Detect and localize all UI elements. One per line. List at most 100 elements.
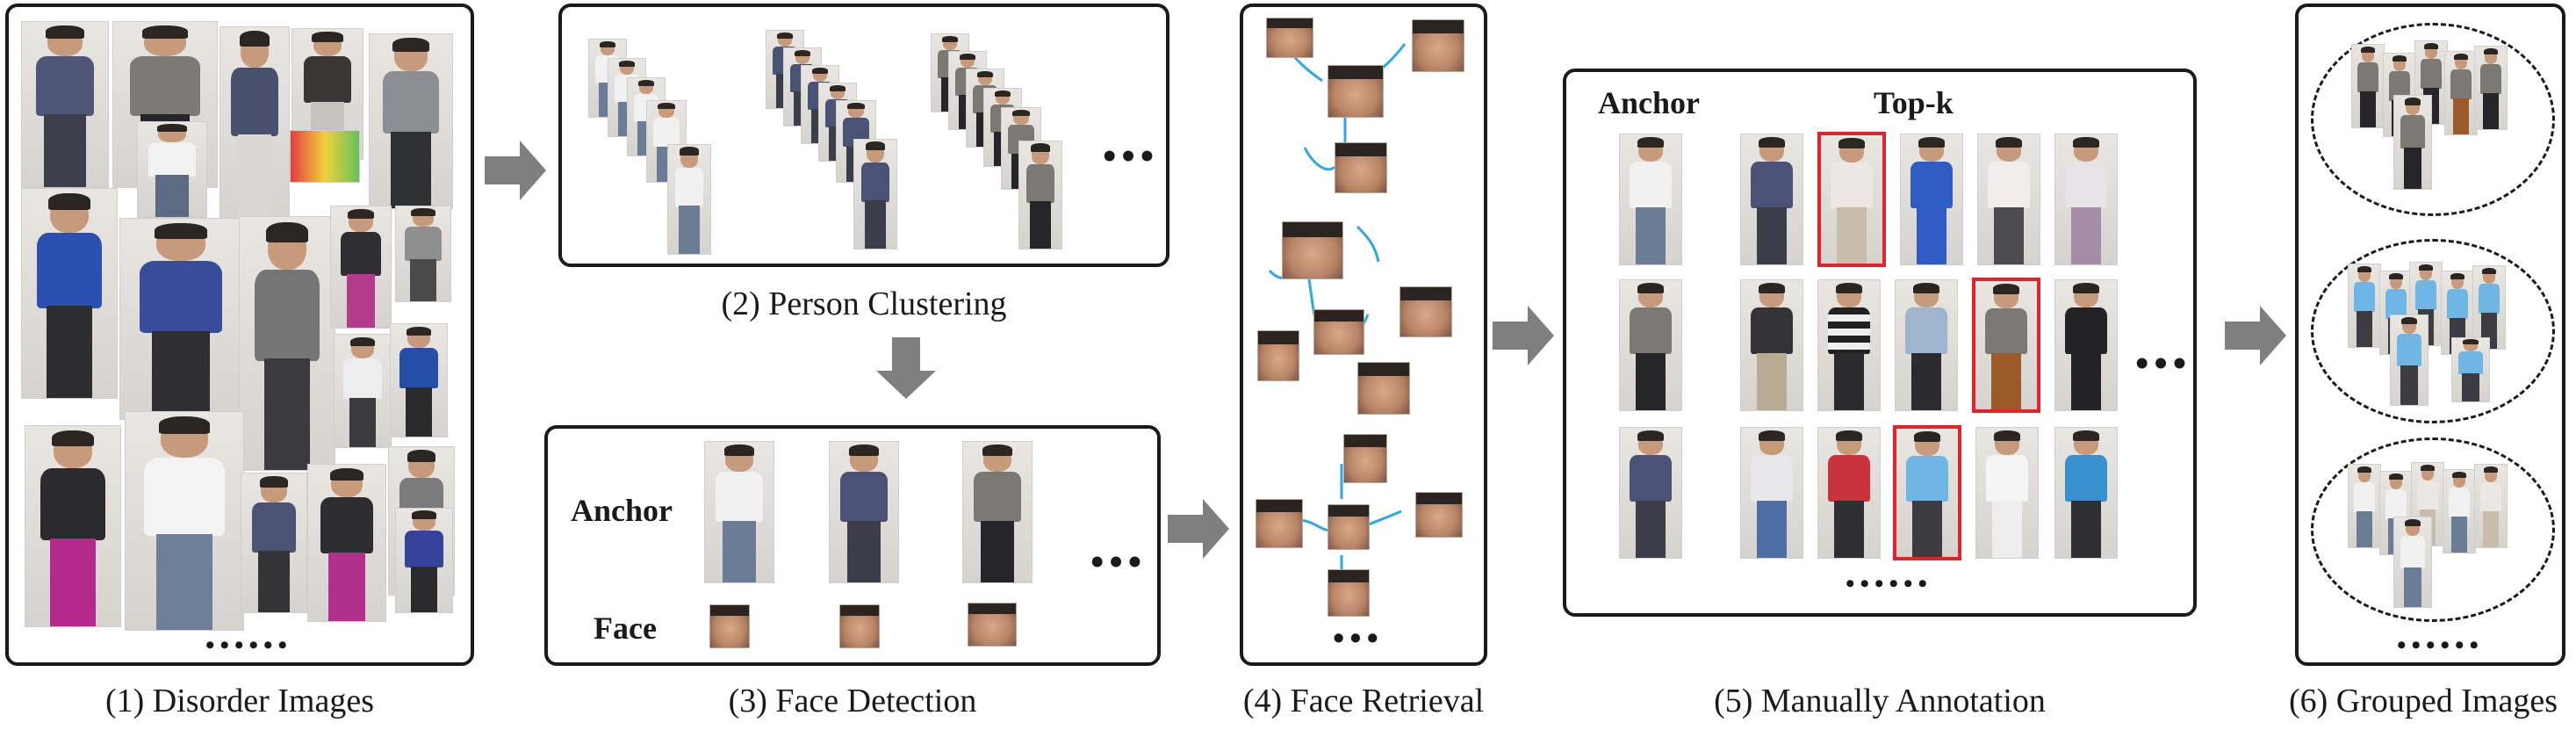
face-crop <box>1257 330 1299 381</box>
group-ellipse <box>2311 239 2555 423</box>
face-crop <box>1282 221 1343 279</box>
person-thumbnail <box>2390 314 2428 406</box>
ellipsis: ••• <box>1333 620 1384 657</box>
person-thumbnail <box>307 464 386 622</box>
person-thumbnail <box>334 334 392 448</box>
face-crop <box>1328 504 1370 550</box>
person-thumbnail <box>137 121 207 218</box>
person-thumbnail <box>239 216 335 471</box>
candidate-image <box>1895 279 1958 411</box>
person-thumbnail <box>2393 95 2432 190</box>
person-thumbnail <box>853 139 897 249</box>
person-thumbnail <box>2472 265 2506 350</box>
face-crop <box>1343 434 1387 483</box>
arrow-right-icon <box>1493 306 1554 365</box>
grouped-images-panel: •••••• <box>2295 4 2565 666</box>
group-ellipse <box>2311 437 2555 622</box>
person-thumbnail <box>2409 262 2443 346</box>
candidate-image <box>2054 427 2118 559</box>
person-thumbnail <box>2393 517 2432 608</box>
face-crop <box>1415 492 1463 538</box>
face-crop <box>1412 19 1464 72</box>
person-thumbnail <box>2451 337 2490 402</box>
candidate-image <box>1975 427 2039 559</box>
anchor-image <box>704 441 774 583</box>
person-thumbnail <box>25 425 121 627</box>
face-crop <box>1357 362 1410 415</box>
person-thumbnail <box>369 33 453 209</box>
manual-annotation-panel: Anchor Top-k ••• •••••• <box>1563 69 2197 617</box>
person-thumbnail <box>2351 44 2385 128</box>
matched-candidate-image <box>1893 425 1961 560</box>
ellipsis: •••••• <box>2397 631 2485 660</box>
face-detection-panel: Anchor Face ••• <box>544 425 1161 666</box>
person-thumbnail <box>2443 469 2476 553</box>
anchor-image <box>1619 279 1682 411</box>
person-thumbnail <box>330 206 392 329</box>
topk-column-label: Top-k <box>1874 85 1954 120</box>
caption-face-retrieval: (4) Face Retrieval <box>1242 683 1485 719</box>
ellipsis: ••• <box>1090 540 1148 583</box>
person-thumbnail <box>21 21 109 188</box>
candidate-image <box>1740 279 1803 411</box>
person-thumbnail <box>395 206 451 302</box>
person-thumbnail <box>290 130 360 183</box>
group-ellipse <box>2311 23 2555 216</box>
matched-candidate-image <box>1972 278 2040 413</box>
face-crop <box>1328 569 1370 617</box>
person-thumbnail <box>241 473 307 613</box>
face-crop <box>839 604 880 648</box>
person-thumbnail <box>2474 46 2508 130</box>
face-crop <box>1328 65 1384 118</box>
arrow-right-icon <box>2225 306 2286 365</box>
person-thumbnail <box>119 218 242 420</box>
person-thumbnail <box>2444 51 2478 135</box>
caption-grouped-images: (6) Grouped Images <box>2288 683 2558 719</box>
anchor-image <box>1619 134 1682 265</box>
caption-manual-annotation: (5) Manually Annotation <box>1714 683 2046 719</box>
person-thumbnail <box>395 508 453 613</box>
face-crop <box>1256 499 1303 548</box>
anchor-image <box>962 441 1033 583</box>
person-thumbnail <box>2474 464 2508 548</box>
face-crop <box>1335 142 1387 193</box>
person-thumbnail <box>219 26 290 220</box>
candidate-image <box>1740 427 1803 559</box>
face-crop <box>1400 286 1452 337</box>
face-crop <box>1313 309 1364 355</box>
caption-person-clustering: (2) Person Clustering <box>721 285 1007 322</box>
arrow-right-icon <box>1168 499 1229 559</box>
person-thumbnail <box>2348 464 2381 548</box>
matched-candidate-image <box>1817 132 1886 267</box>
candidate-image <box>2054 279 2118 411</box>
face-label: Face <box>594 611 657 646</box>
face-retrieval-panel: ••• <box>1240 4 1487 666</box>
caption-disorder-images: (1) Disorder Images <box>104 683 374 719</box>
disorder-images-panel: •••••• <box>5 4 474 666</box>
person-thumbnail <box>125 411 244 631</box>
anchor-label: Anchor <box>571 493 673 528</box>
candidate-image <box>1977 134 2040 265</box>
face-crop <box>709 604 750 648</box>
person-thumbnail <box>2348 264 2381 348</box>
caption-face-detection: (3) Face Detection <box>728 683 977 719</box>
anchor-image <box>829 441 899 583</box>
person-thumbnail <box>646 100 687 183</box>
person-thumbnail <box>390 323 448 437</box>
arrow-right-icon <box>485 141 546 200</box>
ellipsis: ••• <box>1103 134 1160 177</box>
ellipsis: ••• <box>2135 342 2192 385</box>
candidate-image <box>2054 134 2118 265</box>
person-thumbnail <box>667 144 711 255</box>
candidate-image <box>1900 134 1963 265</box>
candidate-image <box>1740 134 1803 265</box>
ellipsis: •••••• <box>205 631 293 660</box>
person-clustering-panel: ••• <box>558 4 1169 267</box>
person-thumbnail <box>1018 141 1062 249</box>
arrow-down-icon <box>876 337 936 399</box>
anchor-column-label: Anchor <box>1598 85 1700 120</box>
person-thumbnail <box>21 188 118 399</box>
face-crop <box>968 603 1017 647</box>
candidate-image <box>1817 427 1881 559</box>
ellipsis: •••••• <box>1846 569 1933 598</box>
